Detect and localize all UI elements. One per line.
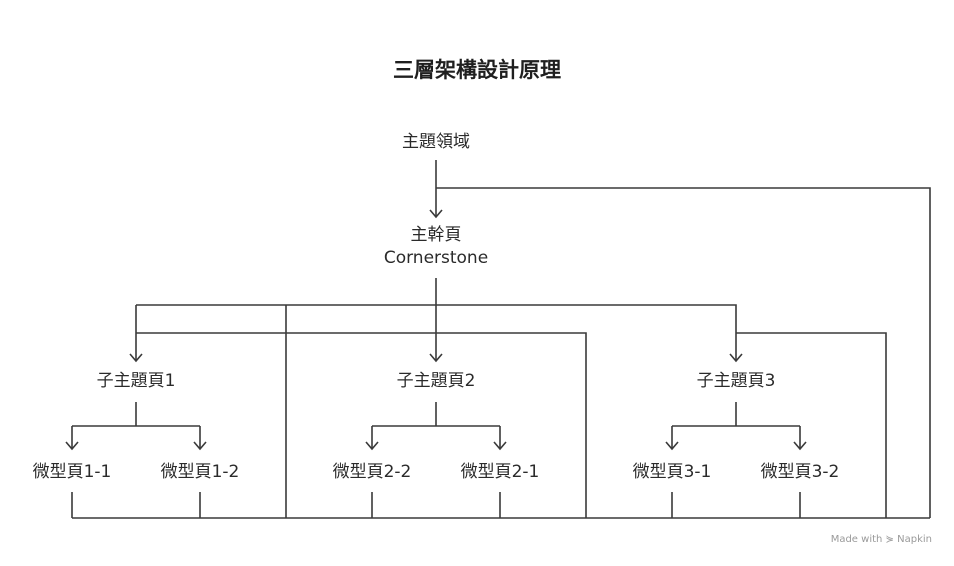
micropage-node: 微型頁3-2 bbox=[760, 462, 840, 482]
arrowhead bbox=[129, 353, 143, 363]
edge-loop-right bbox=[736, 332, 887, 518]
micropage-node: 微型頁2-1 bbox=[460, 462, 540, 482]
subpage-node-2: 子主題頁2 bbox=[396, 371, 476, 391]
arrowhead bbox=[193, 441, 207, 451]
micropage-node: 微型頁3-1 bbox=[632, 462, 712, 482]
micropage-node: 微型頁1-2 bbox=[160, 462, 240, 482]
made-with-label: Made with bbox=[830, 534, 883, 545]
arrowhead bbox=[729, 353, 743, 363]
made-with-credit: Made with ⋟ Napkin bbox=[831, 534, 932, 545]
cornerstone-label: 主幹頁 bbox=[410, 225, 462, 245]
edge-sub3-branch bbox=[671, 402, 801, 448]
subpage-node-3: 子主題頁3 bbox=[696, 371, 776, 391]
micropage-node: 微型頁1-1 bbox=[32, 462, 112, 482]
arrowhead bbox=[429, 209, 443, 219]
arrowhead bbox=[493, 441, 507, 451]
edge-bus-upper bbox=[136, 304, 737, 360]
micropage-node: 微型頁2-2 bbox=[332, 462, 412, 482]
napkin-icon: ⋟ bbox=[885, 534, 894, 545]
edge-sub1-branch bbox=[71, 402, 201, 448]
arrowhead bbox=[365, 441, 379, 451]
brand-name: Napkin bbox=[897, 534, 932, 545]
arrowhead bbox=[429, 353, 443, 363]
arrowhead bbox=[793, 441, 807, 451]
subpage-node-1: 子主題頁1 bbox=[96, 371, 176, 391]
root-node: 主題領域 bbox=[402, 132, 470, 152]
edge-bus-lower bbox=[136, 332, 587, 518]
edge-loop-outer bbox=[436, 187, 931, 518]
edge-bottom-drops bbox=[71, 492, 801, 518]
diagram-title: 三層架構設計原理 bbox=[393, 58, 561, 82]
cornerstone-node: 主幹頁 Cornerstone bbox=[384, 224, 488, 270]
edge-sub2-branch bbox=[371, 402, 501, 448]
arrowhead bbox=[665, 441, 679, 451]
cornerstone-sublabel: Cornerstone bbox=[383, 248, 489, 268]
arrowhead bbox=[65, 441, 79, 451]
